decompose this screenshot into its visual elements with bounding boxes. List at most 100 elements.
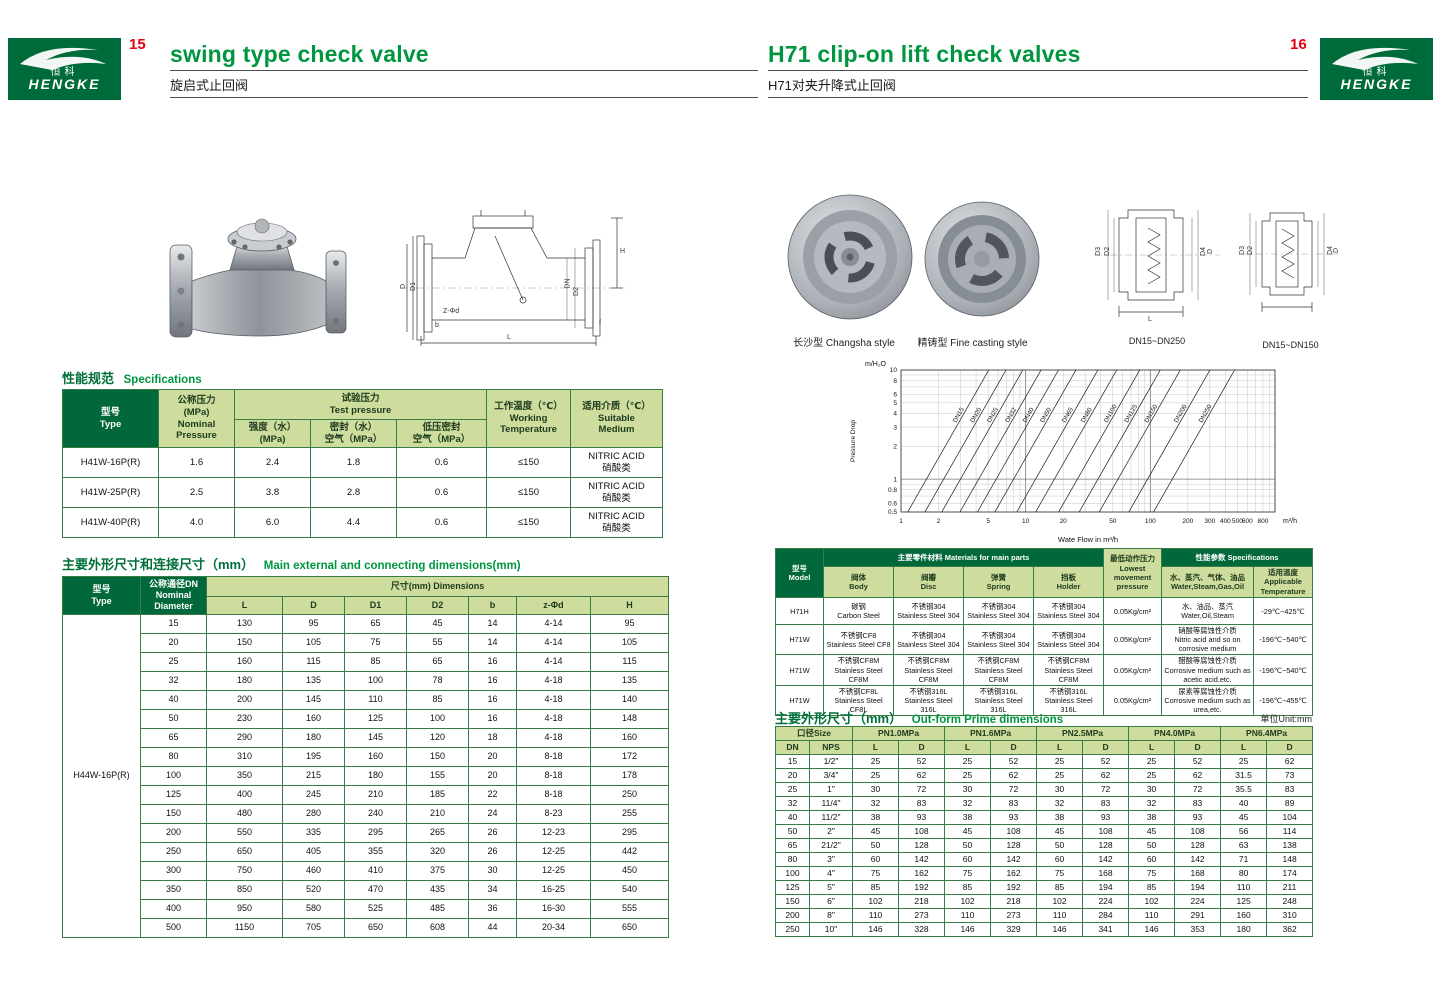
svg-text:0.6: 0.6 (888, 501, 897, 508)
svg-text:5: 5 (986, 518, 990, 525)
table-cell: 85 (344, 652, 407, 672)
table-cell: 4-14 (516, 614, 591, 634)
table-cell: 155 (406, 766, 469, 786)
table-cell: 72 (1174, 782, 1222, 797)
svg-text:50: 50 (1109, 518, 1117, 525)
page-number-right: 16 (1290, 36, 1307, 53)
table-cell: 6.0 (234, 507, 311, 538)
table-cell: 73 (1266, 768, 1314, 783)
heading-en: Specifications (123, 374, 202, 386)
col-header-working-temperature: 工作温度（℃） Working Temperature (486, 389, 571, 448)
table-cell: 65 (344, 614, 407, 634)
table-cell: 45 (1036, 824, 1084, 839)
table-cell: 38 (1036, 810, 1084, 825)
drawing-caption-dn15-dn150: DN15~DN150 (1262, 340, 1319, 350)
table-cell: 240 (344, 804, 407, 824)
table-cell: 341 (1082, 922, 1130, 937)
table-cell: 25 (1128, 754, 1176, 769)
table-cell: 291 (1174, 908, 1222, 923)
svg-text:6: 6 (893, 391, 897, 398)
table-cell: 248 (1266, 894, 1314, 909)
table-cell: 11/4" (808, 796, 854, 811)
right-title-block: H71 clip-on lift check valves H71对夹升降式止回… (768, 41, 1308, 99)
title-rule (768, 97, 1308, 99)
table-cell: 200 (775, 908, 810, 923)
table-cell: 50 (775, 824, 810, 839)
table-cell: 4-18 (516, 728, 591, 748)
table-cell: 218 (990, 894, 1038, 909)
table-cell: 218 (898, 894, 946, 909)
table-cell: 72 (990, 782, 1038, 797)
table-cell: 38 (944, 810, 992, 825)
table-cell: 22 (468, 785, 517, 805)
table-cell: 36 (468, 899, 517, 919)
col-header-nominal-diameter: 公称通径DN Nominal Diameter (140, 576, 207, 615)
col-header-L: L (1036, 740, 1084, 755)
svg-text:10: 10 (1022, 518, 1030, 525)
table-cell: 85 (1128, 880, 1176, 895)
table-cell: 16 (468, 690, 517, 710)
table-cell: 520 (282, 880, 345, 900)
wafer-valve-drawing-large: D3 D2 D4 D L (1090, 188, 1225, 323)
table-cell: 6" (808, 894, 854, 909)
table-cell: 不锈钢304 Stainless Steel 304 (1032, 624, 1105, 656)
table-cell: 20-34 (516, 918, 591, 938)
col-header-lowest-pressure: 最低动作压力 Lowest movement pressure (1103, 547, 1163, 599)
col-header-nps: NPS (808, 740, 854, 755)
table-cell: 146 (1128, 922, 1176, 937)
col-header-L: L (206, 596, 283, 615)
table-cell: 4.0 (158, 507, 235, 538)
table-cell: 148 (1266, 852, 1314, 867)
table-cell: H41W-25P(R) (62, 477, 159, 508)
table-cell: 83 (990, 796, 1038, 811)
col-header-D: D (898, 740, 946, 755)
table-cell: 110 (1220, 880, 1268, 895)
table-cell: 不锈钢304 Stainless Steel 304 (893, 597, 964, 626)
table-cell: 128 (990, 838, 1038, 853)
table-cell: 93 (990, 810, 1038, 825)
table-cell: 120 (406, 728, 469, 748)
table-cell: 2.4 (234, 447, 311, 478)
table-cell: 168 (1082, 866, 1130, 881)
table-cell: 280 (282, 804, 345, 824)
table-cell: 142 (898, 852, 946, 867)
table-cell: 2" (808, 824, 854, 839)
table-cell: 100 (344, 671, 407, 691)
table-cell: 1" (808, 782, 854, 797)
table-cell: 102 (1128, 894, 1176, 909)
hengke-logo-swoosh (1332, 47, 1418, 70)
table-cell: 194 (1082, 880, 1130, 895)
table-cell: 不锈钢316L Stainless Steel 316L (1032, 684, 1105, 717)
svg-text:400: 400 (1220, 518, 1231, 525)
table-cell: 8-18 (516, 766, 591, 786)
svg-text:0.5: 0.5 (888, 509, 897, 516)
table-cell: 不锈钢304 Stainless Steel 304 (1032, 597, 1105, 626)
dim-label-DN: DN (564, 278, 572, 289)
table-cell: 290 (206, 728, 283, 748)
specifications-table: 型号 Type 公称压力 (MPa) Nominal Pressure 试验压力… (62, 389, 663, 538)
table-cell: 95 (282, 614, 345, 634)
table-cell: 16-25 (516, 880, 591, 900)
table-cell: 8" (808, 908, 854, 923)
col-header-L: L (944, 740, 992, 755)
photo-caption-fine-casting: 精铸型 Fine casting style (917, 338, 1028, 349)
table-cell: 130 (206, 614, 283, 634)
table-cell: 320 (406, 842, 469, 862)
svg-text:2: 2 (893, 443, 897, 450)
col-header-D2: D2 (406, 596, 469, 615)
col-header-seal: 密封（水） 空气（MPa） (310, 419, 397, 448)
table-cell: 335 (282, 823, 345, 843)
logo-en-text: HENGKE (1340, 76, 1413, 92)
table-cell: 12-25 (516, 842, 591, 862)
table-cell: 1/2" (808, 754, 854, 769)
table-cell: 不锈钢CF8M Stainless Steel CF8M (893, 654, 964, 686)
col-header-spring: 弹簧 Spring (963, 565, 1034, 599)
table-cell: 273 (990, 908, 1038, 923)
col-header-D: D (1082, 740, 1130, 755)
heading-en: Out-form Prime dimensions (911, 714, 1064, 726)
table-cell: 375 (406, 861, 469, 881)
table-cell: 273 (898, 908, 946, 923)
svg-text:600: 600 (1242, 518, 1253, 525)
table-cell: 353 (1174, 922, 1222, 937)
table-cell: H71W (775, 624, 824, 656)
